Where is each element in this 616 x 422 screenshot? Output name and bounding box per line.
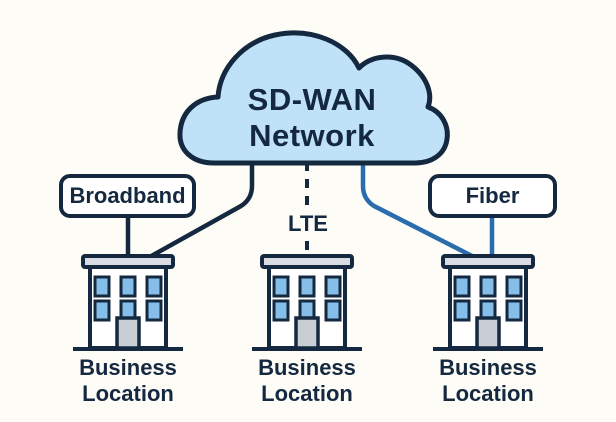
fiber-label: Fiber: [465, 183, 520, 208]
broadband-line: [125, 160, 255, 261]
broadband-label: Broadband: [69, 183, 186, 208]
broadband-label-box: Broadband: [59, 174, 196, 218]
cloud-title: SD-WAN Network: [247, 82, 377, 153]
business-location-label-3: Business Location: [439, 355, 537, 406]
cloud-icon: [177, 30, 450, 166]
building-icon: [252, 254, 362, 351]
lte-label: LTE: [288, 211, 328, 236]
business-location-label-2: Business Location: [258, 355, 356, 406]
fiber-label-box: Fiber: [428, 174, 557, 218]
fiber-line: [360, 160, 495, 261]
building-icon: [73, 254, 183, 351]
building-icon: [433, 254, 543, 351]
business-location-label-1: Business Location: [79, 355, 177, 406]
